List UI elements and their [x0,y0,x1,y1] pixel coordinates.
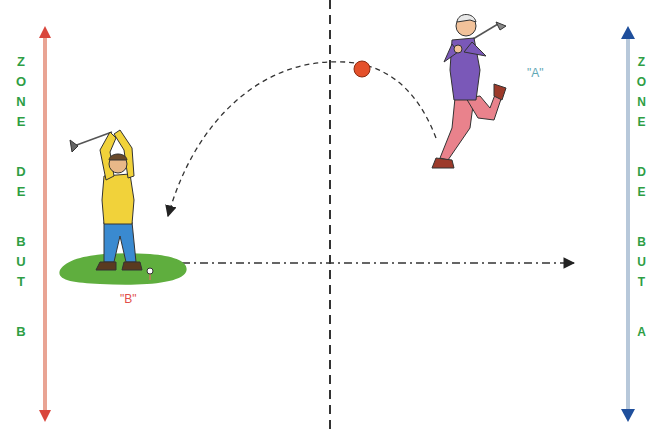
player-label: "B" [120,292,137,306]
golfer-b [59,130,186,285]
center-line [329,0,331,435]
goal-zone-label: ZONE DE BUT B [13,52,29,342]
goal-zone-b-bar [39,26,51,422]
golf-ball [354,61,370,77]
goal-zone-label: ZONE DE BUT A [635,52,648,342]
golfer-a [432,15,506,169]
ball-trajectory [168,62,436,216]
direction-arrow [182,262,574,263]
goal-zone-a-bar [621,26,635,422]
player-label: "A" [527,66,544,80]
